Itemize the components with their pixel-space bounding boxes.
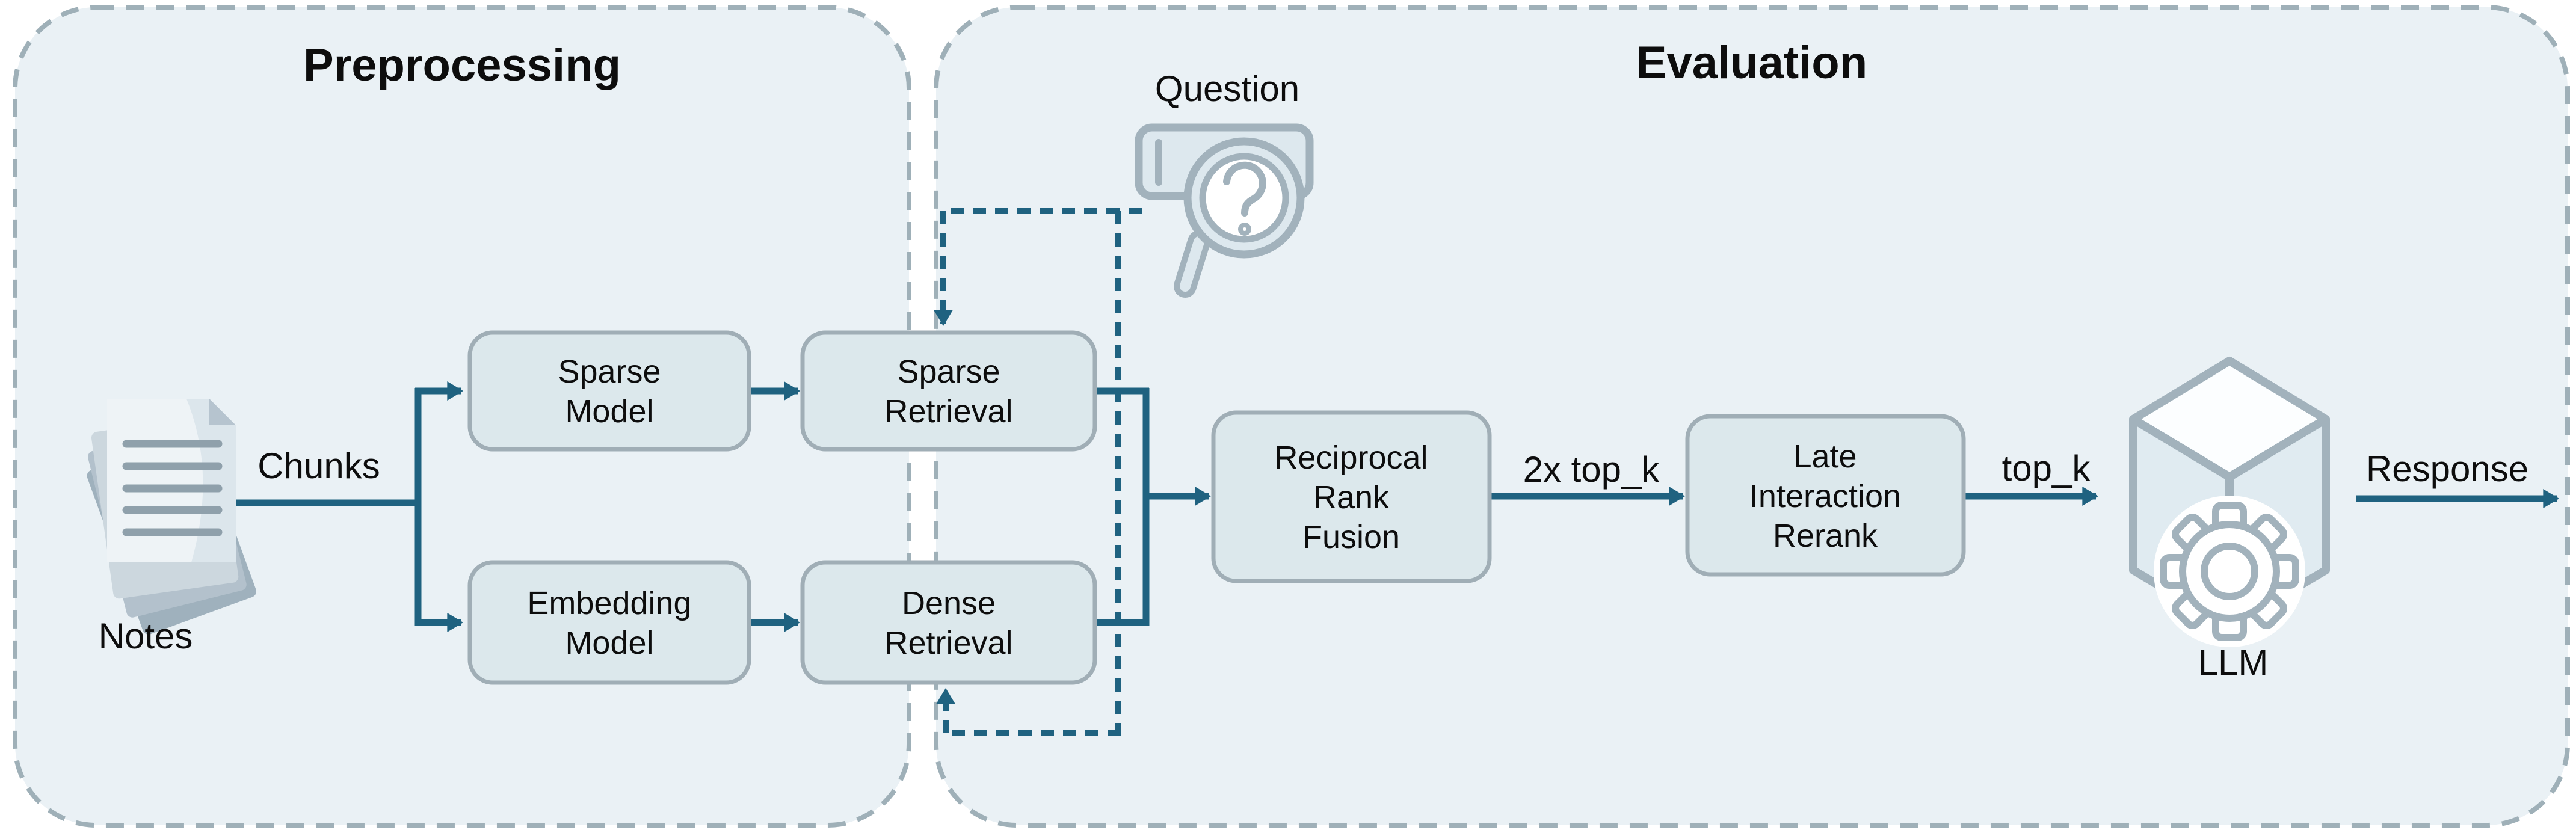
dense-retrieval-node <box>800 560 1097 685</box>
nodes <box>467 330 1966 685</box>
sparse-retrieval-label-line: Retrieval <box>884 393 1012 429</box>
reciprocal-rank-fusion-label-line: Rank <box>1313 479 1390 515</box>
notes-text-lines <box>122 440 223 536</box>
sparse-model-label-line: Model <box>565 393 653 429</box>
notes-front-sheet-shade <box>186 399 236 562</box>
llm-icon <box>2129 357 2330 647</box>
embedding-model-label-line: Embedding <box>527 585 691 621</box>
late-interaction-rerank-node <box>1685 414 1966 577</box>
evaluation-title: Evaluation <box>1636 37 1867 88</box>
sparse-model-node <box>467 330 751 452</box>
late-interaction-rerank-label-line: Late <box>1793 438 1857 475</box>
question-mark-dot <box>1238 223 1251 236</box>
question-label: Question <box>1155 69 1299 109</box>
rerank-output-edge-label: top_k <box>2002 448 2091 488</box>
notes-icon <box>87 399 257 635</box>
sparse-retrieval-label-line: Sparse <box>897 354 1000 390</box>
embedding-model-label-line: Model <box>565 625 653 661</box>
question-mark-glyph <box>1223 161 1266 217</box>
question-dashed-loop <box>934 208 1142 736</box>
sparse-model-label-line: Sparse <box>558 354 661 390</box>
late-interaction-rerank-label-line: Rerank <box>1773 518 1878 554</box>
llm-label: LLM <box>2198 642 2269 683</box>
chunks-edge-label: Chunks <box>257 446 380 486</box>
preprocessing-title: Preprocessing <box>303 40 621 91</box>
reciprocal-rank-fusion-label-line: Fusion <box>1302 519 1400 555</box>
reciprocal-rank-fusion-node <box>1211 410 1492 583</box>
gear-hole <box>2201 543 2258 600</box>
response-edge-label: Response <box>2366 449 2528 489</box>
dense-retrieval-label-line: Retrieval <box>884 625 1012 661</box>
gear-icon <box>2160 502 2299 641</box>
sparse-retrieval-node <box>800 330 1097 452</box>
late-interaction-rerank-label-line: Interaction <box>1749 478 1901 514</box>
magnifier-handle-fill <box>1180 236 1204 292</box>
reciprocal-rank-fusion-label-line: Reciprocal <box>1274 440 1428 476</box>
notes-folded-corner <box>209 399 236 425</box>
notes-label: Notes <box>99 616 193 656</box>
solid-connectors <box>205 381 2560 632</box>
dense-retrieval-label-line: Dense <box>902 585 996 621</box>
fusion-input-edge-label: 2x top_k <box>1523 449 1660 490</box>
embedding-model-node <box>467 560 751 685</box>
question-icon <box>1135 123 1314 298</box>
